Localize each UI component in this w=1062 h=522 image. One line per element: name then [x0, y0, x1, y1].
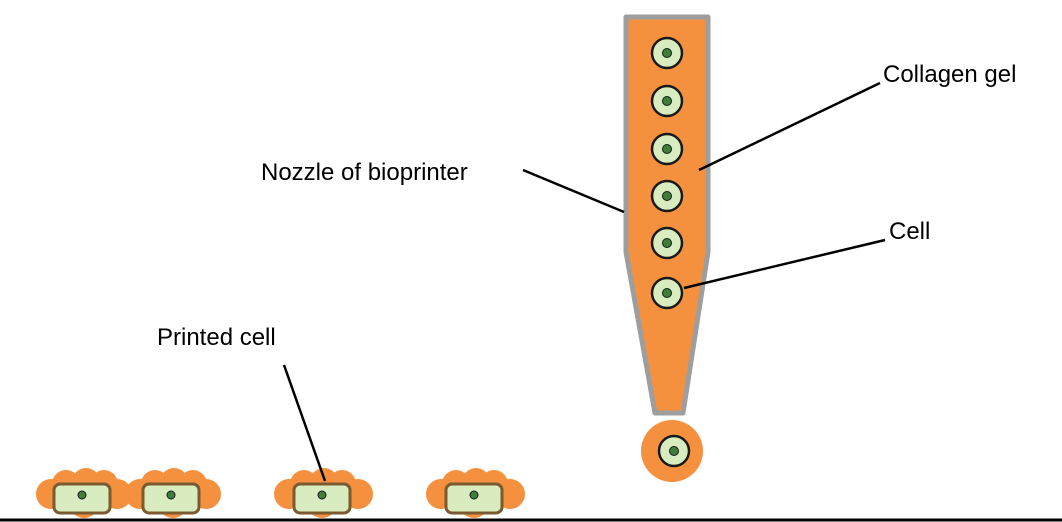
printed-cell — [426, 468, 525, 518]
nozzle-cell — [652, 38, 682, 68]
nozzle-cell — [652, 86, 682, 116]
printed-cell — [125, 468, 221, 518]
leader-line-cell — [684, 240, 885, 288]
nozzle-cell — [652, 228, 682, 258]
label-nozzle-of-bioprinter: Nozzle of bioprinter — [261, 159, 468, 186]
nozzle-cell — [652, 181, 682, 211]
nozzle-cell — [652, 134, 682, 164]
leader-line-printed-cell — [284, 365, 325, 481]
label-collagen-gel: Collagen gel — [883, 61, 1016, 88]
label-cell: Cell — [889, 218, 930, 245]
leader-line-collagen-gel — [699, 83, 880, 170]
bioprinter-nozzle — [626, 17, 708, 413]
nozzle-cell — [652, 278, 682, 308]
label-printed-cell: Printed cell — [157, 324, 276, 351]
printed-cell — [36, 468, 132, 518]
leader-line-nozzle — [523, 170, 624, 212]
droplet-cell — [659, 436, 689, 466]
